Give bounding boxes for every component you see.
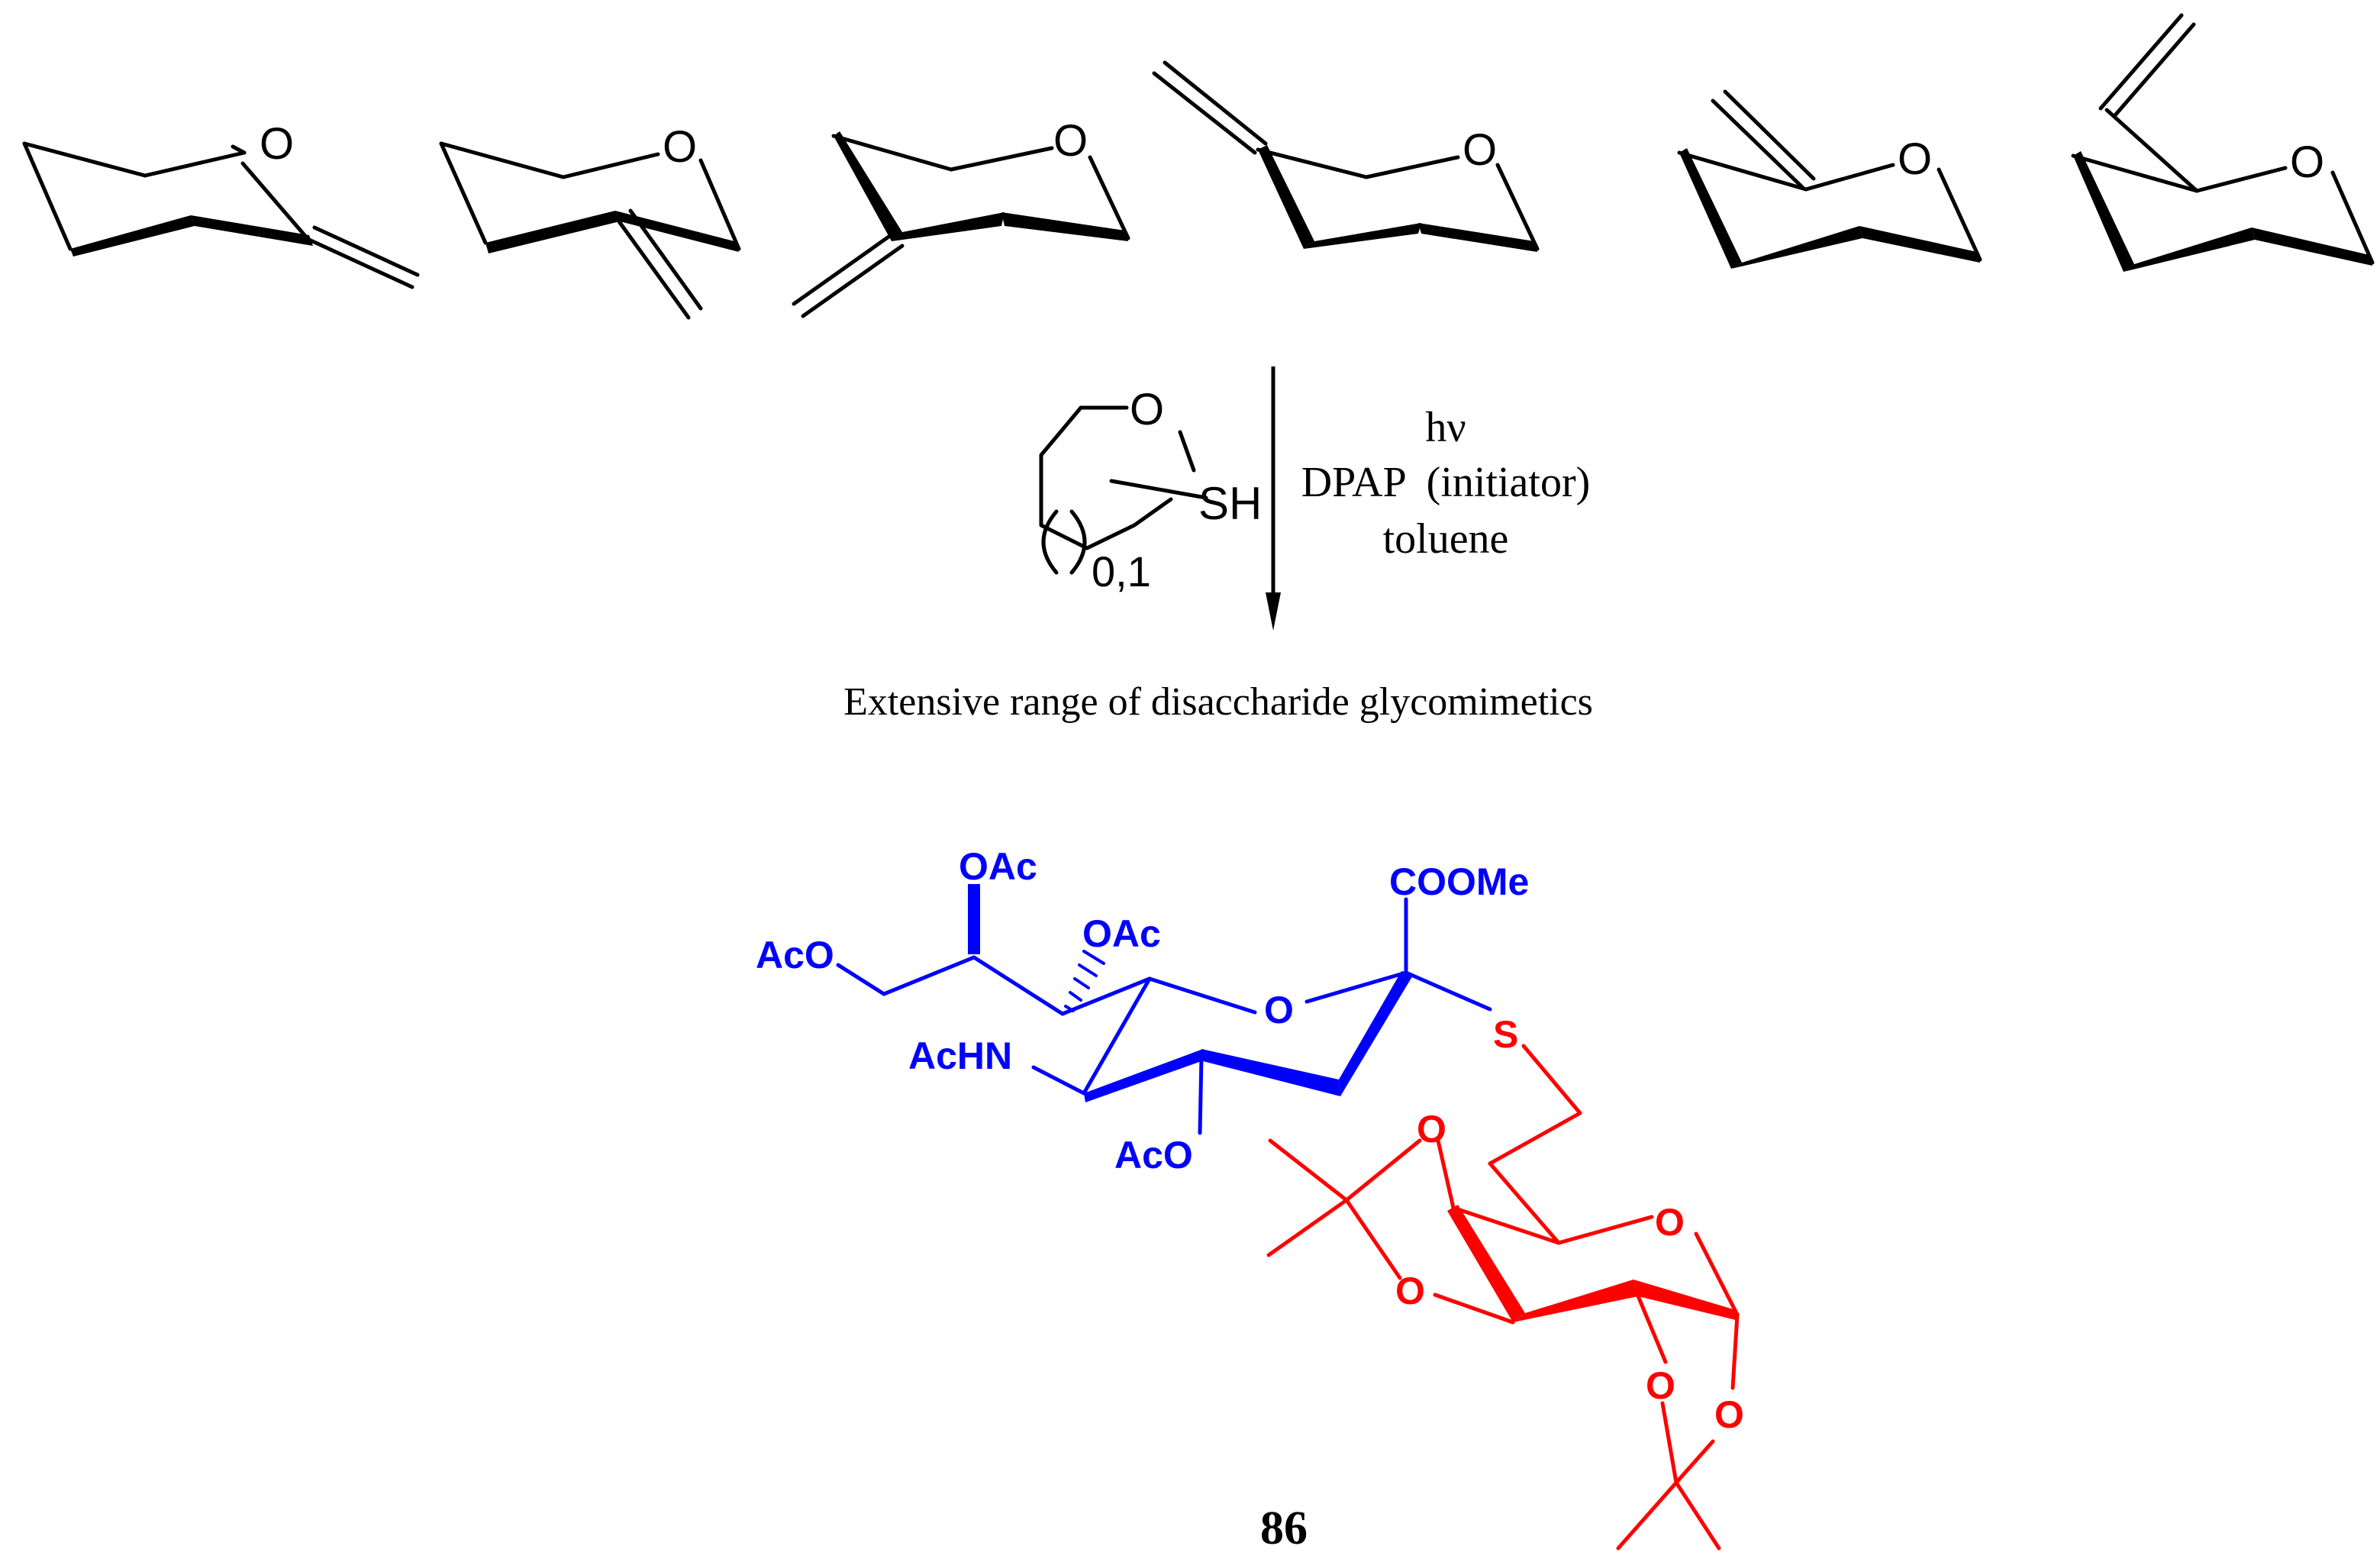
reagent-ring-oxygen: O [1130, 385, 1164, 434]
label-oac-top: OAc [959, 845, 1037, 888]
substrate-chair-4: O [1152, 60, 1540, 252]
reagent-ring-size-index: 0,1 [1092, 547, 1151, 595]
substrate-chair-1: O [22, 119, 420, 289]
label-ring-o-sialic: O [1264, 989, 1294, 1031]
substrate-row: O O O [22, 13, 2375, 320]
product-sialic-unit [836, 884, 1492, 1135]
substrate-3-ring-oxygen: O [1053, 116, 1088, 166]
arrow-head-icon [1266, 592, 1281, 631]
label-s-link: S [1493, 1013, 1518, 1056]
product-sialic-labels: OAc OAc AcO AcHN AcO COOMe O [756, 845, 1529, 1176]
condition-solvent: toluene [1383, 515, 1509, 563]
label-o-acetonide-a1: O [1417, 1108, 1446, 1151]
substrate-chair-3: O [792, 116, 1130, 318]
label-aco-bottom: AcO [1114, 1134, 1193, 1176]
label-aco-left: AcO [756, 934, 834, 976]
compound-number: 86 [1260, 1502, 1308, 1554]
substrate-chair-2: O [439, 122, 741, 320]
label-achn: AcHN [908, 1034, 1012, 1077]
outcome-caption: Extensive range of disaccharide glycomim… [843, 680, 1593, 724]
reagent-thiol-label: SH [1198, 478, 1262, 529]
substrate-5-ring-oxygen: O [1898, 134, 1932, 184]
label-oac-axial: OAc [1082, 912, 1161, 955]
label-coome: COOMe [1389, 860, 1529, 903]
thiol-reagent: O SH 0,1 [1039, 385, 1262, 595]
condition-initiator: DPAP (initiator) [1301, 459, 1591, 506]
substrate-6-ring-oxygen: O [2290, 137, 2324, 187]
reaction-conditions: hν DPAP (initiator) toluene [1301, 404, 1591, 563]
label-o-acetonide-a2: O [1395, 1270, 1425, 1312]
substrate-chair-6: O [2071, 13, 2375, 272]
label-o-acetonide-b1: O [1646, 1364, 1675, 1407]
reaction-arrow [1266, 366, 1281, 631]
substrate-2-ring-oxygen: O [663, 122, 697, 172]
substrate-1-ring-oxygen: O [260, 119, 294, 169]
label-o-galactose-ring: O [1655, 1201, 1685, 1244]
condition-light: hν [1425, 404, 1466, 451]
product-galactose-labels: S O O O O O [1395, 1013, 1744, 1436]
substrate-4-ring-oxygen: O [1463, 125, 1497, 175]
product-galactose-unit [1266, 1044, 1740, 1551]
label-o-acetonide-b2: O [1714, 1393, 1744, 1436]
substrate-chair-5: O [1677, 89, 1982, 269]
